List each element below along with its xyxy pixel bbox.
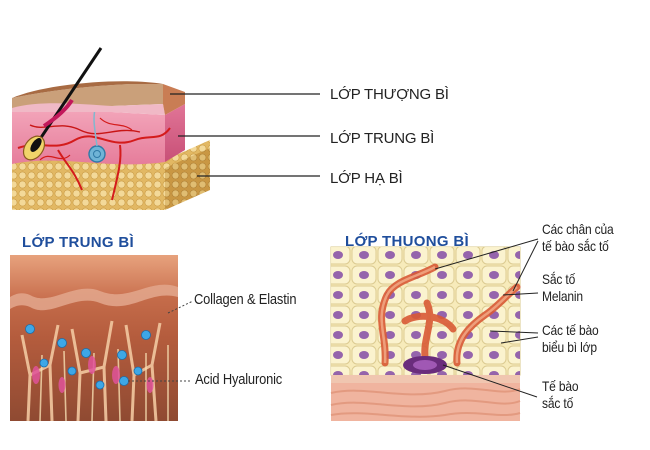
collagen-fibers xyxy=(20,320,162,422)
dermis-panel-title: LỚP TRUNG BÌ xyxy=(22,234,134,251)
label-leader-lines xyxy=(170,93,320,177)
dermis-detail-panel: LỚP TRUNG BÌ xyxy=(0,225,325,450)
epidermis-leader-lines xyxy=(434,238,539,398)
epidermal-cells-label-line1: Các tế bào xyxy=(542,322,599,338)
hair-follicle xyxy=(22,47,103,161)
dermis-illustration xyxy=(10,255,194,422)
melanin-label-line1: Sắc tố xyxy=(542,271,576,287)
epidermis-illustration xyxy=(330,238,539,421)
dermis-label: LỚP TRUNG BÌ xyxy=(330,130,435,147)
feet-label-line1: Các chân của xyxy=(542,221,614,237)
dermis-leader-lines xyxy=(128,300,194,382)
melanocyte-label-line1: Tế bào xyxy=(542,378,579,394)
hyaluronic-droplets xyxy=(25,324,151,390)
skin-cross-section: LỚP THƯỢNG BÌ LỚP TRUNG BÌ LỚP HẠ BÌ xyxy=(12,47,449,210)
epidermis-panel-title: LỚP THUONG BÌ xyxy=(345,233,469,250)
acid-hyaluronic-label: Acid Hyaluronic xyxy=(195,371,283,388)
epidermis-layer xyxy=(12,81,185,115)
melanin-label-line2: Melanin xyxy=(542,288,583,304)
epidermis-label: LỚP THƯỢNG BÌ xyxy=(330,86,449,103)
epidermis-detail-panel: LỚP THUONG BÌ Các chân của tế bào sắc tố… xyxy=(325,221,650,450)
collagen-elastin-label: Collagen & Elastin xyxy=(194,291,297,308)
skin-block-illustration xyxy=(12,47,320,210)
hypodermis-label: LỚP HẠ BÌ xyxy=(330,170,403,187)
melanocyte-label-line2: sắc tố xyxy=(542,395,574,411)
feet-label-line2: tế bào sắc tố xyxy=(542,238,609,254)
epidermal-cells-label-line2: biểu bì lớp xyxy=(542,339,597,355)
